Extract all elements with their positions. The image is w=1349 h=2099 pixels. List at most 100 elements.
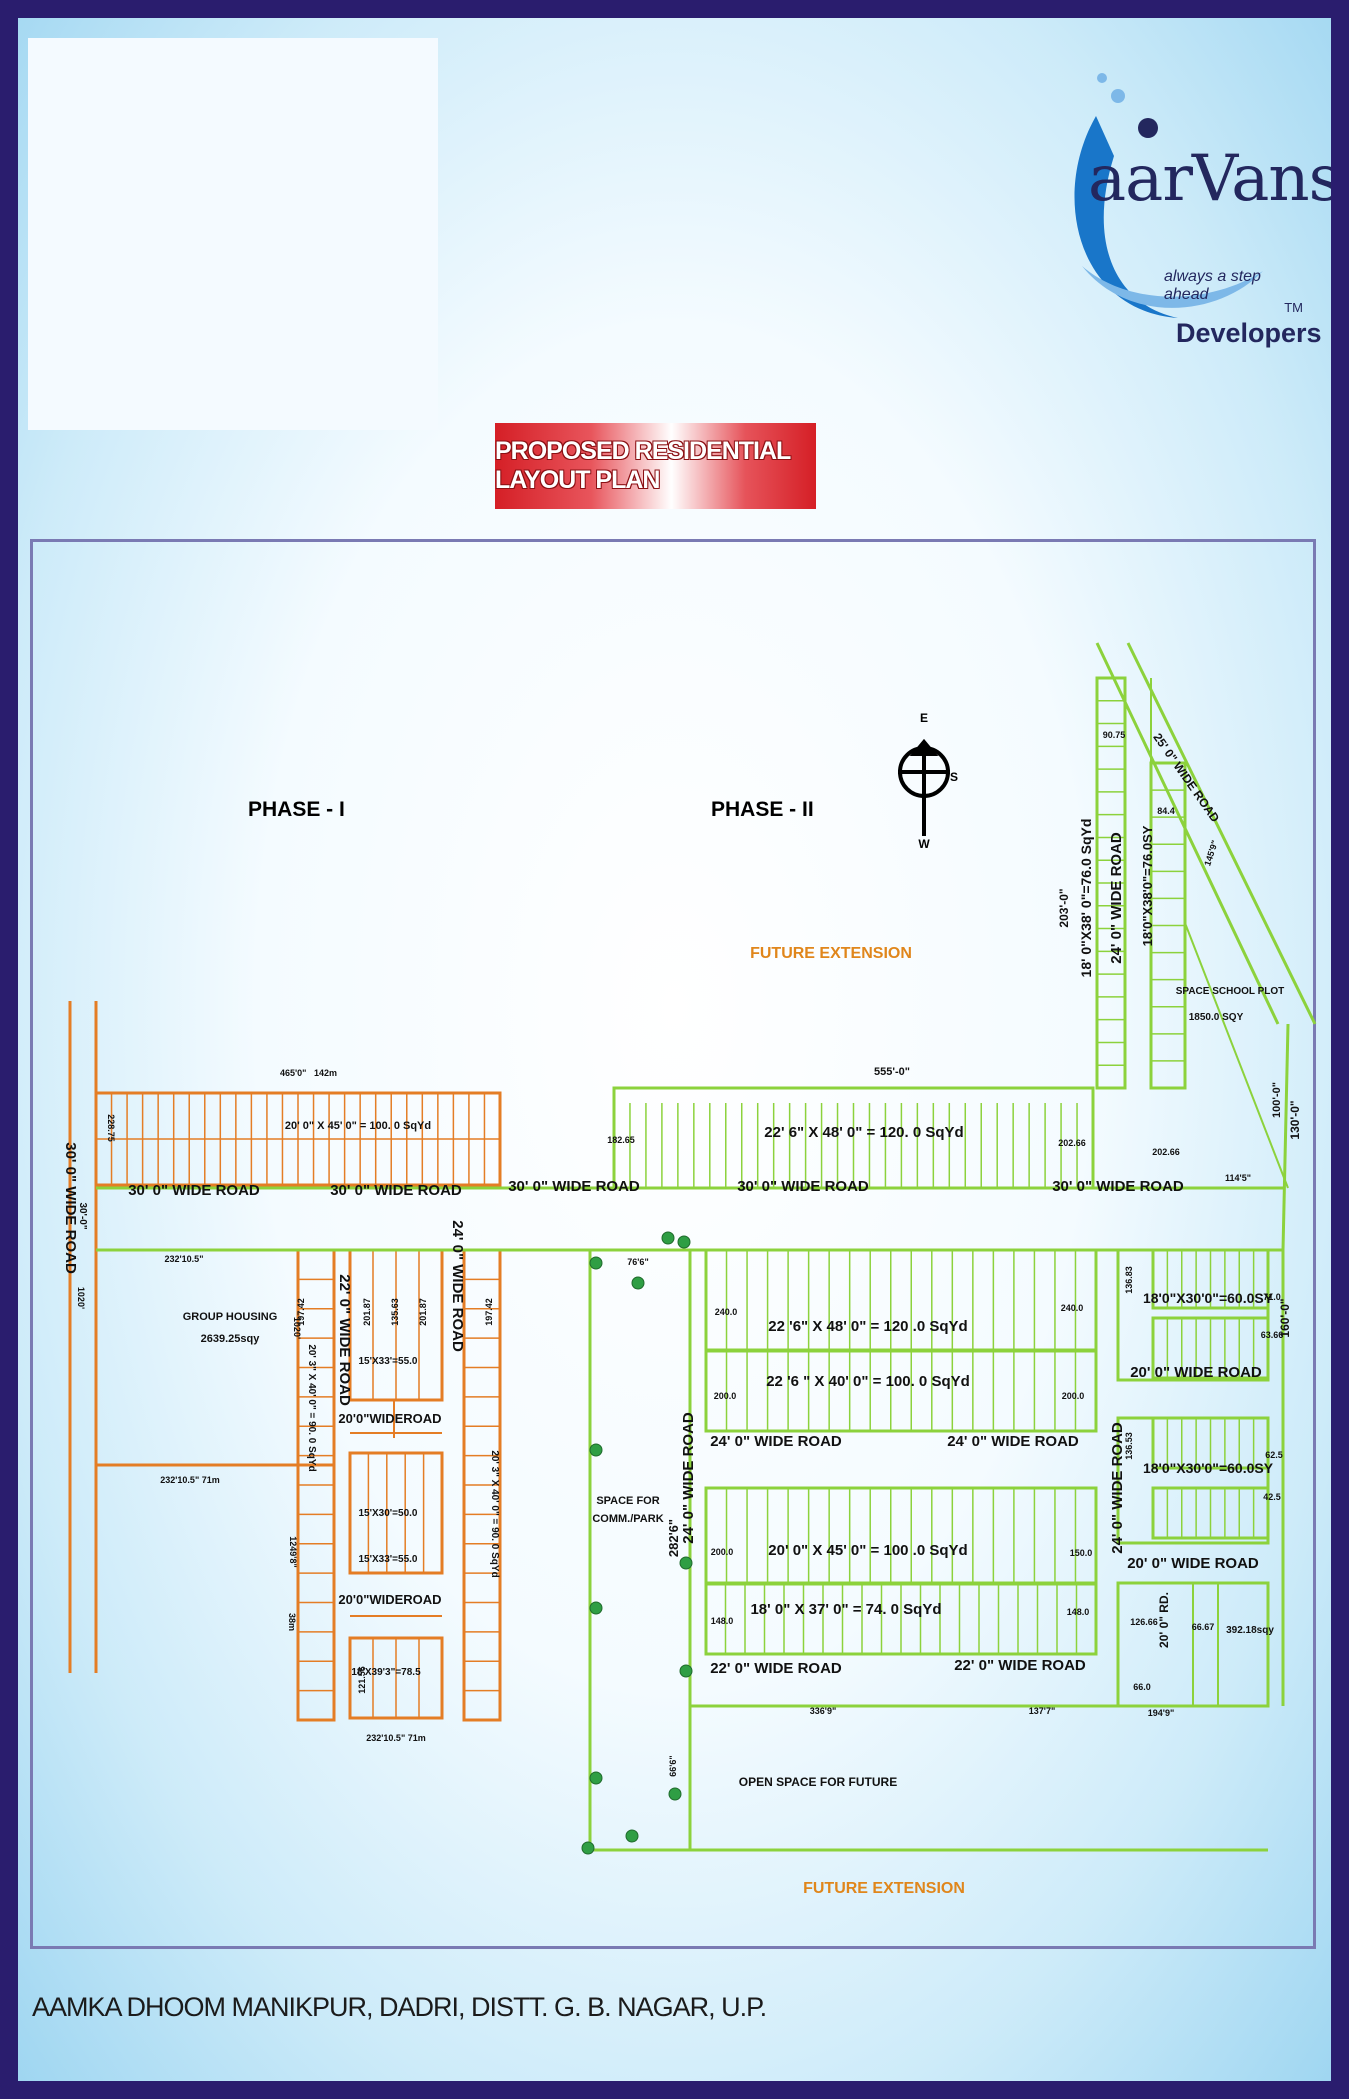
area-148a: 148.0: [711, 1616, 734, 1626]
road-label-mid: 30' 0" WIDE ROAD: [508, 1178, 640, 1195]
dim-232c: 232'10.5" 71m: [366, 1733, 425, 1743]
dim-145: 145'9": [1202, 839, 1220, 867]
spec-p2-r4: 18' 0" X 37' 0" = 74. 0 SqYd: [750, 1601, 941, 1618]
area-200b: 200.0: [1062, 1391, 1085, 1401]
dim-160: 160'-0": [1278, 1298, 1292, 1337]
area-20187a: 201.87: [362, 1298, 372, 1326]
spec-p1-15x33b: 15'X33'=55.0: [359, 1554, 418, 1565]
blank-panel: [28, 38, 438, 430]
school-edge: [1184, 922, 1289, 1189]
area-844: 84.4: [1157, 806, 1175, 816]
spec-p2-top: 22' 6" X 48' 0" = 120. 0 SqYd: [764, 1124, 963, 1141]
area-20266b: 202.66: [1152, 1147, 1180, 1157]
spec-top-b: 18'0"X38'0"=76.0SY: [1140, 825, 1155, 946]
dim-100: 100'-0": [1271, 1082, 1283, 1118]
area-240a: 240.0: [715, 1307, 738, 1317]
road-label-p1-v24: 24' 0" WIDE ROAD: [449, 1220, 466, 1352]
spec-p2-r2: 22 '6 " X 40' 0" = 100. 0 SqYd: [766, 1373, 970, 1390]
tree-icon: [677, 1235, 691, 1249]
page-title: PROPOSED RESIDENTIAL LAYOUT PLAN: [495, 437, 791, 494]
area-19742a: 197.42: [296, 1298, 306, 1326]
area-22875: 228.75: [106, 1114, 116, 1142]
dim-114: 114'5": [1225, 1173, 1251, 1183]
p2-row-1: [704, 1248, 1098, 1352]
area-148b: 148.0: [1067, 1607, 1090, 1617]
road-label-r20b: 20' 0" WIDE ROAD: [1127, 1555, 1259, 1572]
road-label-left: 30' 0" WIDE ROAD: [62, 1142, 79, 1274]
area-66: 66.0: [1133, 1682, 1151, 1692]
tree-icon: [631, 1276, 645, 1290]
area-240b: 240.0: [1061, 1303, 1084, 1313]
spec-p1-18x39: 18'X39'3"=78.5: [351, 1667, 421, 1678]
right-block-a: [1116, 1248, 1270, 1382]
area-19742b: 197.42: [484, 1298, 494, 1326]
title-banner: PROPOSED RESIDENTIAL LAYOUT PLAN: [495, 423, 816, 509]
site-plan: E S W PHASE - I PHASE - II FUTURE EXTENS…: [62, 642, 1317, 1897]
area-13563: 135.63: [390, 1298, 400, 1326]
area-20266a: 202.66: [1058, 1138, 1086, 1148]
diag-road-edge: [1126, 642, 1317, 1025]
tree-icon: [589, 1771, 603, 1785]
tree-icon: [661, 1231, 675, 1245]
road-label-p2-24b: 24' 0" WIDE ROAD: [947, 1433, 1079, 1450]
road-label-r20rd: 20' 0" RD.: [1157, 1592, 1171, 1648]
tree-icon: [668, 1787, 682, 1801]
plan-frame: [30, 539, 1316, 1949]
dim-130: 130'-0": [1288, 1100, 1302, 1139]
compass-north: E: [920, 711, 928, 725]
compass-east: S: [950, 770, 958, 784]
open-space-label: OPEN SPACE FOR FUTURE: [739, 1775, 897, 1789]
road-label-p1b: 30' 0" WIDE ROAD: [330, 1182, 462, 1199]
plan-outlines: [68, 642, 1317, 1852]
dim-465: 465'0": [280, 1068, 306, 1078]
area-20187b: 201.87: [418, 1298, 428, 1326]
road-label-p2-24a: 24' 0" WIDE ROAD: [710, 1433, 842, 1450]
group-housing-area: 2639.25sqy: [201, 1333, 261, 1345]
site-address: AAMKA DHOOM MANIKPUR, DADRI, DISTT. G. B…: [32, 1992, 767, 2022]
area-12156: 121.56: [357, 1666, 367, 1694]
logo-tagline: always a step ahead: [1164, 268, 1261, 303]
dim-142m: 142m: [314, 1068, 337, 1078]
brand-logo: aarVanss always a step ahead TM Develope…: [1058, 56, 1331, 356]
right-edge: [1281, 1023, 1290, 1251]
spec-right-b: 18'0"X30'0"=60.0SY: [1143, 1460, 1274, 1476]
dim-232b: 232'10.5" 71m: [160, 1475, 219, 1485]
area-2002: 200.0: [711, 1547, 734, 1557]
dim-555: 555'-0": [874, 1066, 910, 1078]
road-label-p1-v22: 22' 0" WIDE ROAD: [336, 1274, 353, 1406]
spec-p1-20x40: 20' 3" X 40' 0" = 90. 0 SqYd: [306, 1344, 317, 1471]
tree-markers: [581, 1231, 693, 1855]
area-200a: 200.0: [714, 1391, 737, 1401]
area-150: 150.0: [1070, 1548, 1093, 1558]
dim-1020a: 1020': [76, 1287, 86, 1309]
spec-right-a: 18'0"X30'0"=60.0SY: [1143, 1290, 1274, 1306]
small-plot-area: 392.18sqy: [1226, 1625, 1274, 1636]
dim-38m: 38m: [287, 1613, 297, 1631]
spec-p1-20x40b: 20' 3" X 40' 0" = 90. 0 SqYd: [489, 1450, 500, 1577]
road-label-p2a: 30' 0" WIDE ROAD: [737, 1178, 869, 1195]
logo-trademark: TM: [1284, 300, 1303, 315]
tree-icon: [679, 1556, 693, 1570]
tree-icon: [589, 1601, 603, 1615]
dim-232a: 232'10.5": [165, 1254, 204, 1264]
p1-inner-mid: [348, 1451, 444, 1575]
spec-p1-top: 20' 0" X 45' 0" = 100. 0 SqYd: [285, 1120, 431, 1132]
future-extension-top: FUTURE EXTENSION: [750, 945, 912, 962]
road-label-p1a: 30' 0" WIDE ROAD: [128, 1182, 260, 1199]
spec-p1-15x30: 15'X30'=50.0: [359, 1508, 418, 1519]
future-extension-bottom: FUTURE EXTENSION: [803, 1880, 965, 1897]
p2-row-2: [704, 1349, 1098, 1433]
tree-icon: [589, 1443, 603, 1457]
p2-row-3: [704, 1486, 1098, 1585]
compass-south: W: [918, 837, 930, 851]
dim-336: 336'9": [810, 1706, 836, 1716]
area-6366: 63.66: [1261, 1330, 1284, 1340]
dim-282: 282'6": [666, 1519, 681, 1557]
comm-park-label-1: SPACE FOR: [596, 1495, 659, 1507]
road-label-p2b: 30' 0" WIDE ROAD: [1052, 1178, 1184, 1195]
school-plot-label: SPACE SCHOOL PLOT: [1176, 986, 1285, 997]
area-18265: 182.65: [607, 1135, 635, 1145]
road-label-p2-v24: 24' 0" WIDE ROAD: [680, 1412, 697, 1544]
dim-203: 203'-0": [1057, 888, 1071, 927]
